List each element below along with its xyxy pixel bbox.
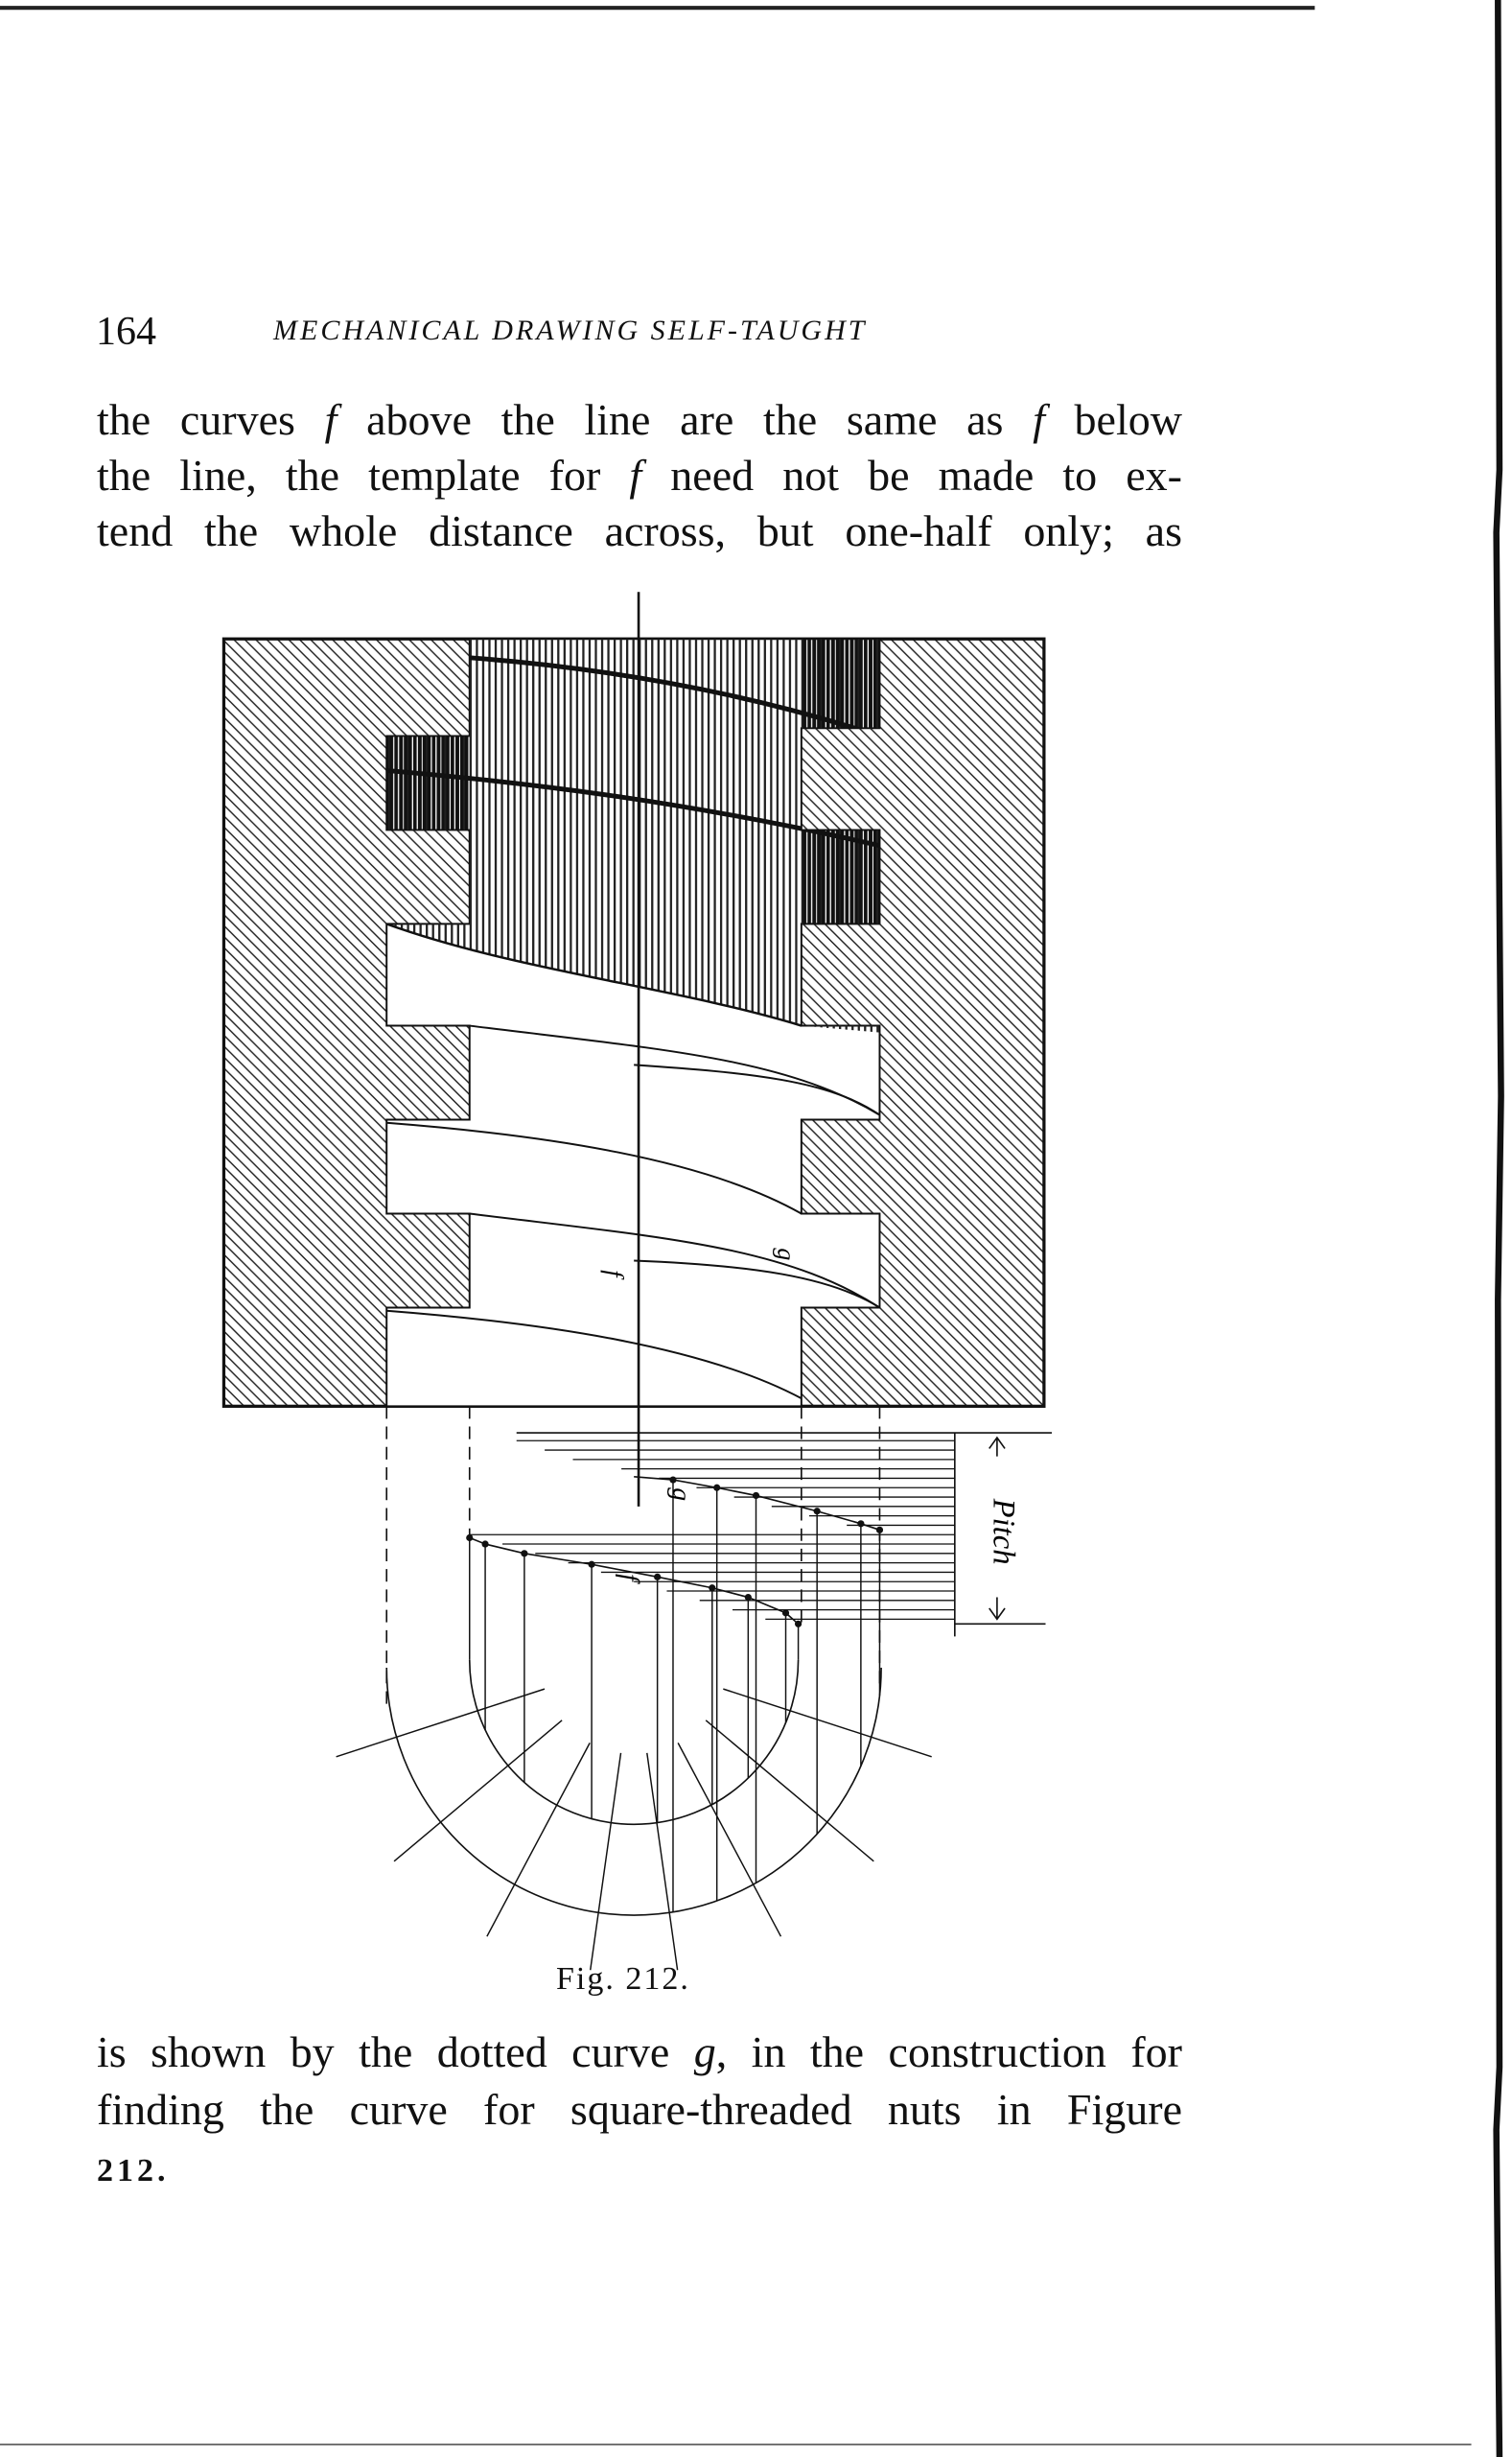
figure-reference: 212. — [97, 2153, 170, 2188]
arrow-down-icon — [989, 1597, 1006, 1621]
radial-line — [393, 1720, 563, 1862]
paragraph-line: is shown by the dotted curve g, in the c… — [97, 2025, 1182, 2079]
paragraph-line: finding the curve for square-threaded nu… — [97, 2083, 1182, 2137]
construction-lines — [336, 1406, 1053, 1971]
radial-line — [589, 1752, 622, 1971]
text: is shown by the dotted curve — [97, 2027, 694, 2076]
page-edge — [1493, 0, 1504, 2457]
dotted-curve-g — [634, 1475, 880, 1532]
italic-f: f — [324, 395, 337, 444]
text: the curves — [97, 395, 325, 444]
text: above the line are the same as — [337, 395, 1034, 444]
text: need not be made to ex- — [641, 451, 1182, 500]
inner-thread-shading — [386, 639, 880, 1034]
radial-line — [336, 1688, 546, 1758]
italic-f: f — [1033, 395, 1045, 444]
paragraph-line: tend the whole distance across, but one-… — [97, 504, 1182, 558]
page-number: 164 — [96, 310, 156, 354]
text: below — [1044, 395, 1182, 444]
screw-thread-curves — [386, 1024, 881, 1400]
running-title: MECHANICAL DRAWING SELF-TAUGHT — [273, 315, 868, 346]
label-g-upper: g — [772, 1248, 800, 1260]
curve-point — [709, 1584, 716, 1592]
text: , in the construction for — [715, 2027, 1182, 2076]
italic-f: f — [629, 451, 642, 500]
label-g-lower: g — [666, 1487, 696, 1501]
curve-point — [813, 1508, 821, 1515]
label-f-lower: f — [615, 1574, 644, 1584]
paragraph-line: the line, the template for f need not be… — [97, 449, 1182, 503]
label-f-upper: f — [600, 1270, 628, 1280]
radial-line — [677, 1743, 782, 1937]
text: tend the whole distance across, but one-… — [97, 506, 1182, 555]
arrow-up-icon — [989, 1436, 1006, 1457]
text: the line, the template for — [97, 451, 630, 500]
nut-section: f g — [221, 592, 1046, 1507]
inner-semicircle — [468, 1659, 800, 1826]
radial-line — [723, 1688, 932, 1758]
radial-line — [646, 1752, 679, 1971]
italic-g: g — [693, 2027, 716, 2076]
radial-line — [486, 1743, 591, 1937]
pitch-label: Pitch — [987, 1498, 1021, 1565]
figure-caption: Fig. 212. — [556, 1961, 690, 1997]
text: finding the curve for square-threaded nu… — [97, 2085, 1182, 2134]
paragraph-line: the curves f above the line are the same… — [97, 393, 1182, 447]
outer-semicircle — [385, 1668, 882, 1916]
radial-line — [705, 1720, 874, 1862]
